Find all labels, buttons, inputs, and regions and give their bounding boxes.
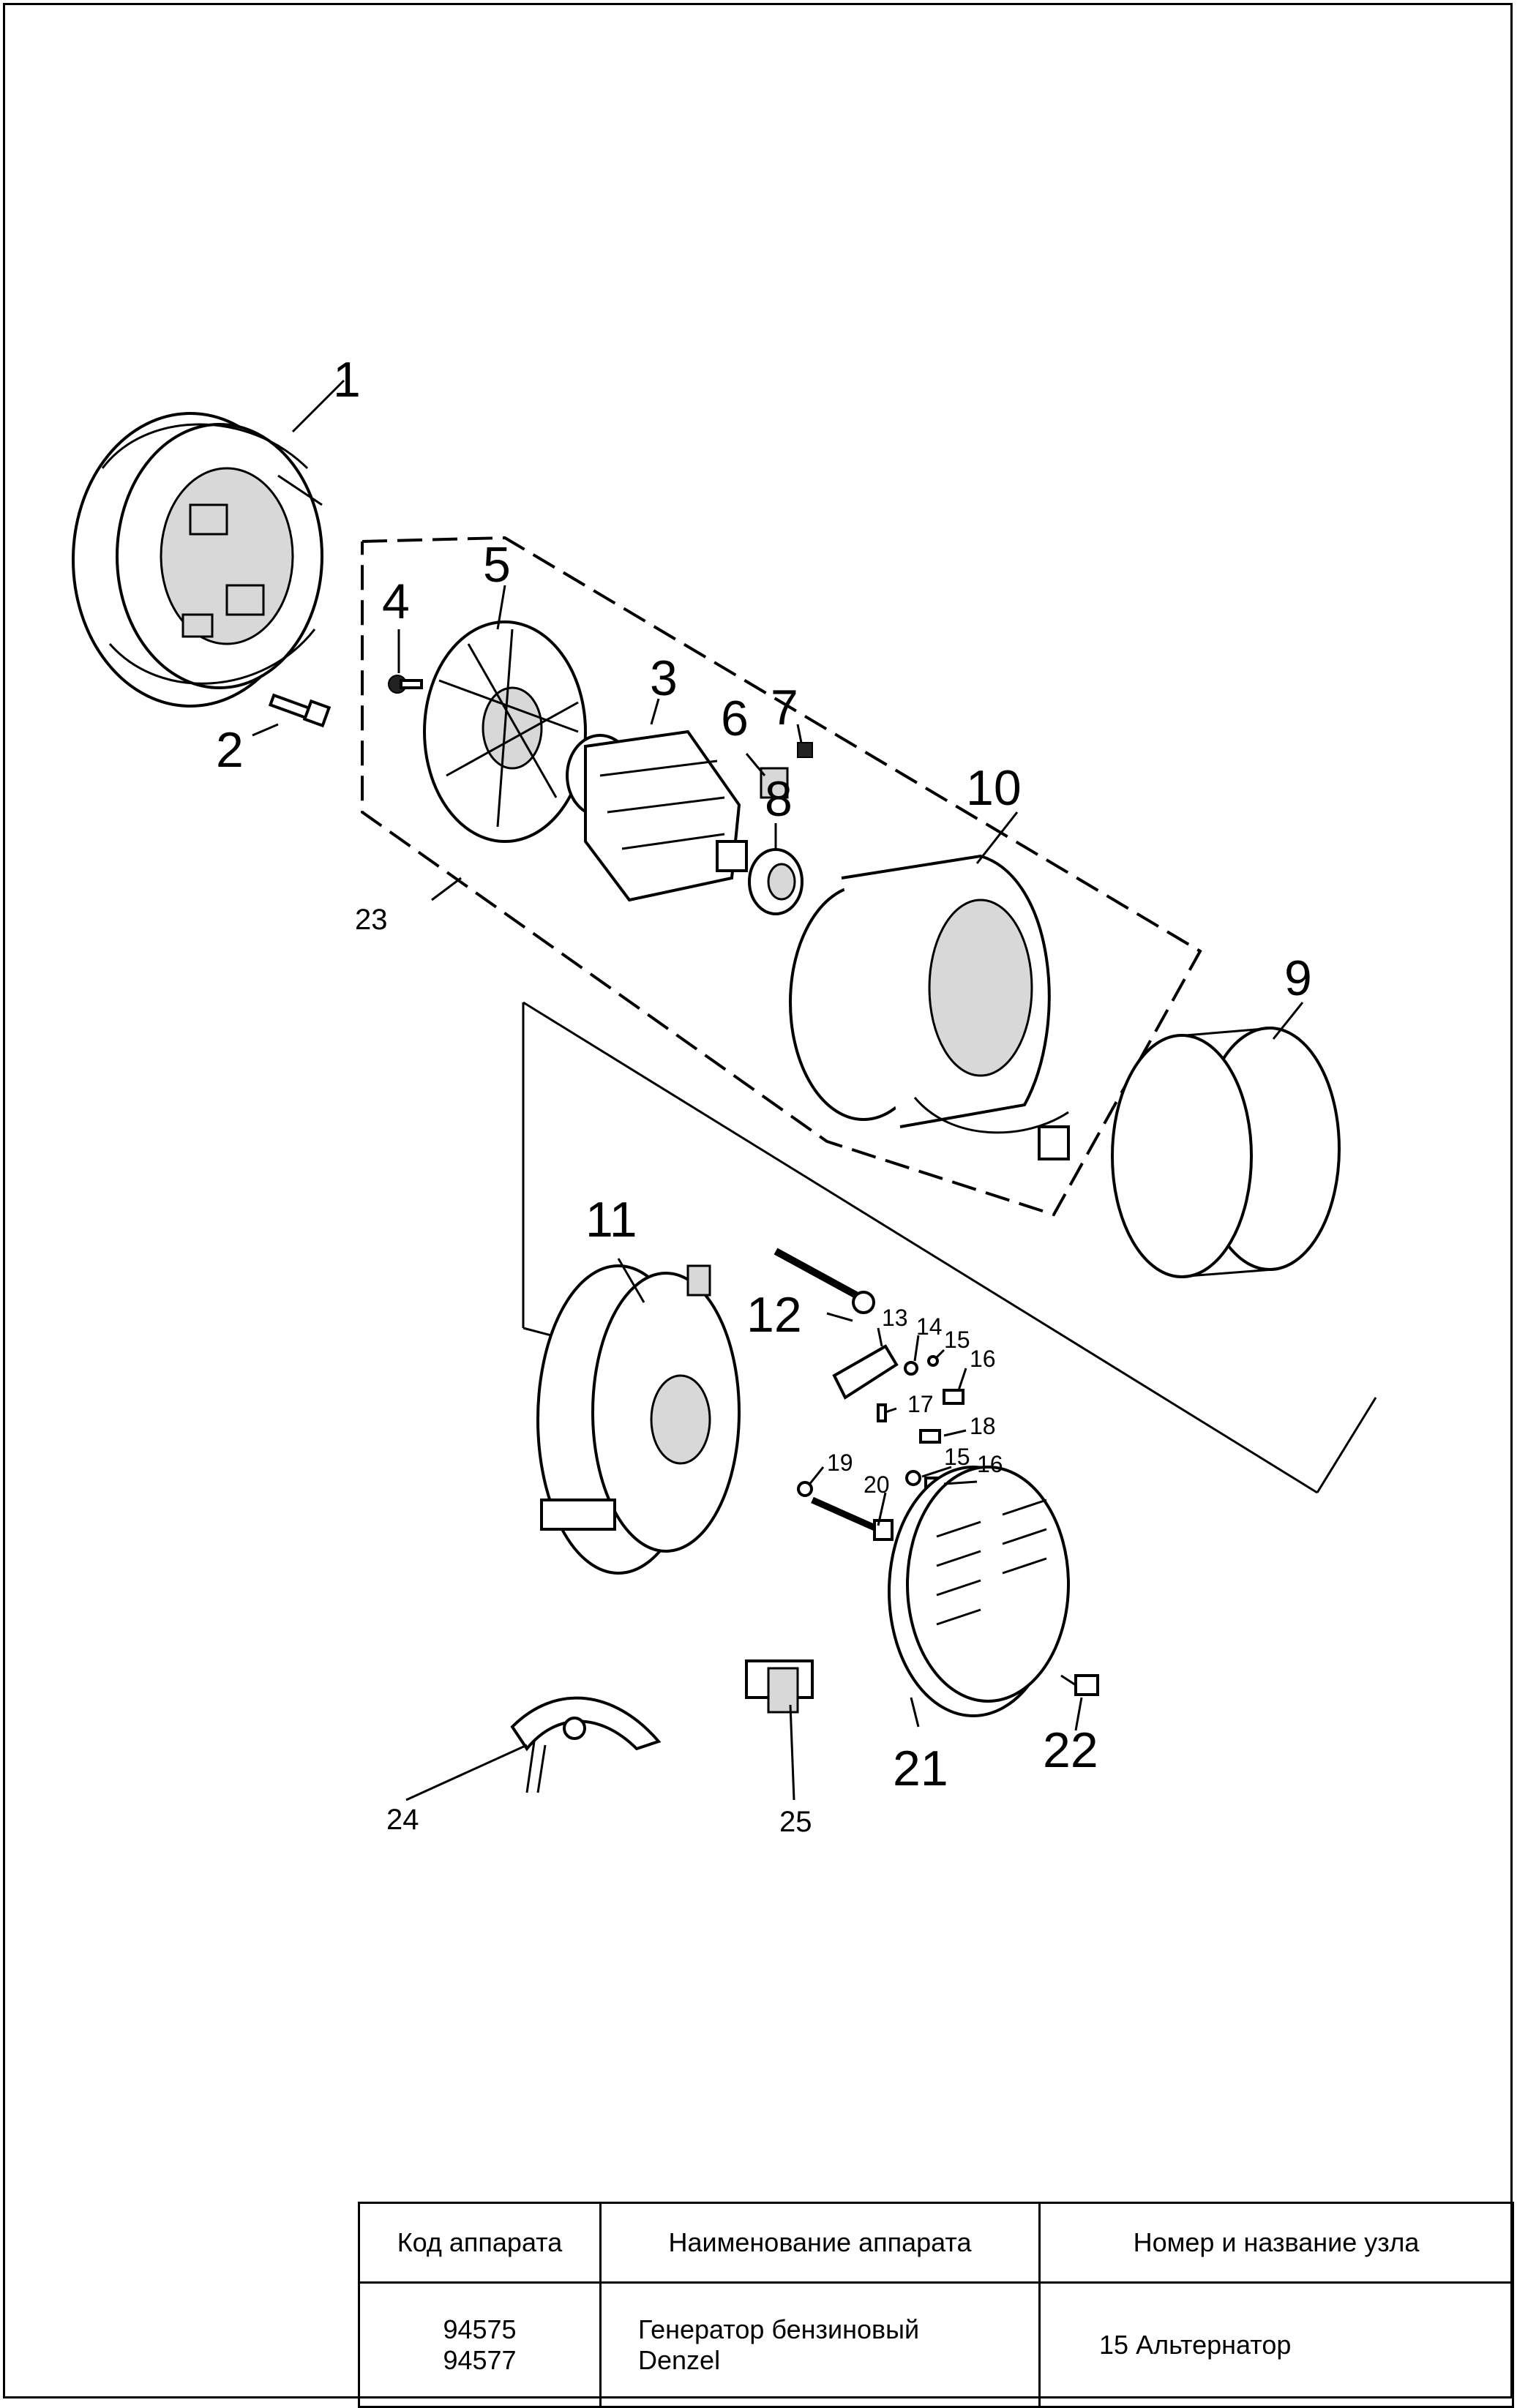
part-17-clip bbox=[877, 1403, 887, 1422]
part-16-screw bbox=[943, 1389, 964, 1405]
part-10-stator bbox=[789, 854, 1070, 1160]
callout-17: 17 bbox=[907, 1391, 934, 1417]
callout-12: 12 bbox=[746, 1287, 802, 1343]
part-19-washer bbox=[797, 1481, 813, 1497]
part-4-bolt bbox=[388, 675, 423, 694]
callout-6: 6 bbox=[721, 691, 749, 746]
part-12-bolt bbox=[774, 1248, 875, 1314]
cell-unit: 15 Альтернатор bbox=[1038, 2281, 1514, 2408]
table-row: 94575 94577 Генератор бензиновый Denzel … bbox=[358, 2281, 1514, 2408]
callout-24: 24 bbox=[386, 1804, 419, 1836]
part-18-screw bbox=[919, 1429, 941, 1444]
unit-name: Альтернатор bbox=[1136, 2329, 1292, 2360]
part-8-bearing bbox=[748, 848, 804, 915]
callout-11: 11 bbox=[585, 1192, 637, 1248]
cell-device-name: Генератор бензиновый Denzel bbox=[599, 2281, 1041, 2408]
callout-13: 13 bbox=[882, 1305, 908, 1331]
part-15-washer bbox=[927, 1355, 939, 1367]
part-15b-washer bbox=[905, 1470, 921, 1486]
part-6-block bbox=[760, 767, 789, 799]
callout-10: 10 bbox=[966, 760, 1022, 816]
part-20-bolt bbox=[811, 1496, 894, 1541]
callout-3: 3 bbox=[650, 650, 678, 706]
part-7-screw bbox=[797, 742, 813, 758]
part-9-cover-ring bbox=[1111, 1027, 1341, 1278]
part-24-avr bbox=[510, 1696, 662, 1793]
callout-15a: 15 bbox=[944, 1327, 970, 1353]
callout-18: 18 bbox=[970, 1413, 996, 1439]
part-21-rear-cover bbox=[888, 1466, 1070, 1717]
callout-15b: 15 bbox=[944, 1444, 970, 1470]
leader-lines bbox=[252, 379, 1304, 1801]
callout-23: 23 bbox=[355, 904, 388, 936]
group-23-outline bbox=[361, 536, 1202, 1217]
part-25-capacitor bbox=[745, 1659, 814, 1714]
callout-7: 7 bbox=[771, 680, 798, 735]
table-header-row: Код аппарата Наименование аппарата Номер… bbox=[358, 2202, 1514, 2284]
callout-21: 21 bbox=[893, 1741, 948, 1796]
callout-16a: 16 bbox=[970, 1346, 996, 1372]
exploded-parts-diagram: 1 2 3 4 5 6 7 8 9 10 11 12 13 14 15 16 1… bbox=[72, 352, 1377, 1838]
callout-20: 20 bbox=[864, 1471, 890, 1498]
part-14-washer bbox=[904, 1361, 918, 1376]
part-22-screw bbox=[1060, 1674, 1099, 1696]
callout-1: 1 bbox=[333, 352, 361, 408]
unit-number: 15 bbox=[1099, 2329, 1129, 2360]
callout-16b: 16 bbox=[977, 1451, 1003, 1477]
callout-14: 14 bbox=[916, 1313, 943, 1340]
header-device-code: Код аппарата bbox=[358, 2202, 602, 2284]
callout-2: 2 bbox=[216, 722, 244, 778]
callout-22: 22 bbox=[1043, 1722, 1098, 1778]
part-3-rotor bbox=[566, 729, 748, 902]
callout-19: 19 bbox=[827, 1449, 853, 1476]
cell-device-codes: 94575 94577 bbox=[358, 2281, 602, 2408]
callout-5: 5 bbox=[483, 537, 511, 593]
part-13-brush-holder bbox=[832, 1344, 899, 1400]
header-device-name: Наименование аппарата bbox=[599, 2202, 1041, 2284]
info-table: Код аппарата Наименование аппарата Номер… bbox=[358, 2202, 1514, 2408]
part-11-end-bell bbox=[536, 1264, 741, 1575]
callout-8: 8 bbox=[765, 771, 793, 827]
callout-25: 25 bbox=[779, 1806, 812, 1838]
part-2-bolt bbox=[268, 693, 332, 728]
header-unit: Номер и название узла bbox=[1038, 2202, 1514, 2284]
part-5-fan bbox=[423, 620, 587, 843]
part-1-housing bbox=[72, 412, 323, 708]
callout-4: 4 bbox=[382, 574, 410, 629]
callout-9: 9 bbox=[1284, 950, 1312, 1006]
